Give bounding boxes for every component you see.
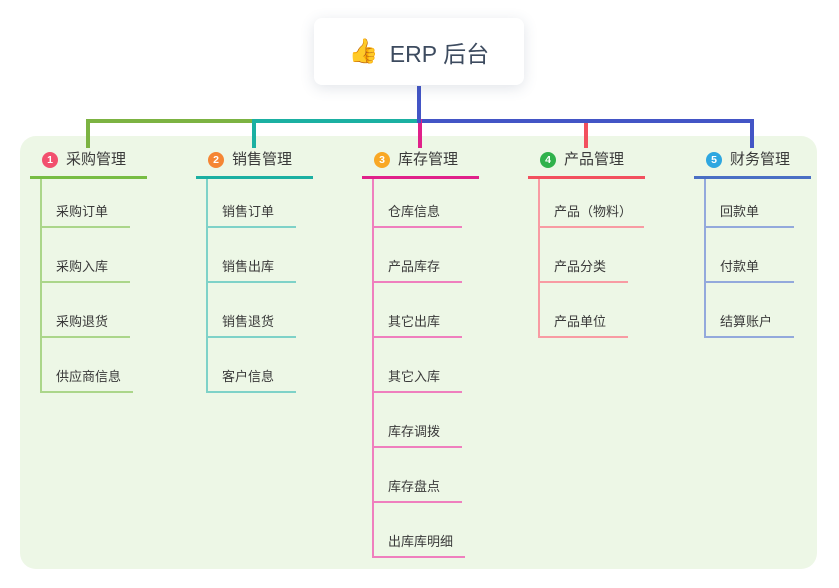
child-node[interactable]: 采购退货	[42, 283, 130, 338]
branch-label: 产品管理	[564, 151, 625, 168]
child-node[interactable]: 采购订单	[42, 179, 130, 228]
branch-4: 4 产品管理产品（物料）产品分类产品单位	[528, 150, 645, 338]
child-node[interactable]: 库存调拨	[374, 393, 462, 448]
child-node[interactable]: 回款单	[706, 179, 794, 228]
child-node[interactable]: 采购入库	[42, 228, 130, 283]
child-node[interactable]: 产品库存	[374, 228, 462, 283]
branch-header-4[interactable]: 4 产品管理	[528, 150, 645, 179]
branch-5: 5 财务管理回款单付款单结算账户	[694, 150, 811, 338]
child-node[interactable]: 客户信息	[208, 338, 296, 393]
child-node[interactable]: 其它出库	[374, 283, 462, 338]
branch-header-2[interactable]: 2 销售管理	[196, 150, 313, 179]
child-node[interactable]: 供应商信息	[42, 338, 134, 393]
child-node[interactable]: 其它入库	[374, 338, 462, 393]
branch-number-badge: 2	[208, 152, 224, 168]
branch-1: 1 采购管理采购订单采购入库采购退货供应商信息	[30, 150, 147, 393]
child-node[interactable]: 付款单	[706, 228, 794, 283]
branch-children: 仓库信息产品库存其它出库其它入库库存调拨库存盘点出库库明细	[372, 179, 479, 558]
branch-label: 财务管理	[730, 151, 791, 168]
child-node[interactable]: 销售退货	[208, 283, 296, 338]
branch-3: 3 库存管理仓库信息产品库存其它出库其它入库库存调拨库存盘点出库库明细	[362, 150, 479, 558]
branch-header-3[interactable]: 3 库存管理	[362, 150, 479, 179]
branch-label: 库存管理	[398, 151, 459, 168]
branch-number-badge: 5	[706, 152, 722, 168]
branch-number-badge: 1	[42, 152, 58, 168]
branch-header-1[interactable]: 1 采购管理	[30, 150, 147, 179]
root-title: ERP 后台	[389, 40, 490, 67]
branch-children: 销售订单销售出库销售退货客户信息	[206, 179, 313, 393]
child-node[interactable]: 产品分类	[540, 228, 628, 283]
child-node[interactable]: 库存盘点	[374, 448, 462, 503]
child-node[interactable]: 产品（物料）	[540, 179, 645, 228]
child-node[interactable]: 结算账户	[706, 283, 794, 338]
branch-label: 销售管理	[232, 151, 293, 168]
branch-number-badge: 3	[374, 152, 390, 168]
branch-header-5[interactable]: 5 财务管理	[694, 150, 811, 179]
thumbs-up-icon: 👍	[348, 37, 379, 65]
branch-children: 回款单付款单结算账户	[704, 179, 811, 338]
branch-2: 2 销售管理销售订单销售出库销售退货客户信息	[196, 150, 313, 393]
branch-children: 产品（物料）产品分类产品单位	[538, 179, 645, 338]
child-node[interactable]: 出库库明细	[374, 503, 466, 558]
branch-label: 采购管理	[66, 151, 127, 168]
branch-number-badge: 4	[540, 152, 556, 168]
child-node[interactable]: 仓库信息	[374, 179, 462, 228]
root-node[interactable]: 👍 ERP 后台	[314, 18, 524, 85]
mindmap-panel	[20, 136, 817, 569]
child-node[interactable]: 销售出库	[208, 228, 296, 283]
child-node[interactable]: 产品单位	[540, 283, 628, 338]
child-node[interactable]: 销售订单	[208, 179, 296, 228]
branch-children: 采购订单采购入库采购退货供应商信息	[40, 179, 147, 393]
